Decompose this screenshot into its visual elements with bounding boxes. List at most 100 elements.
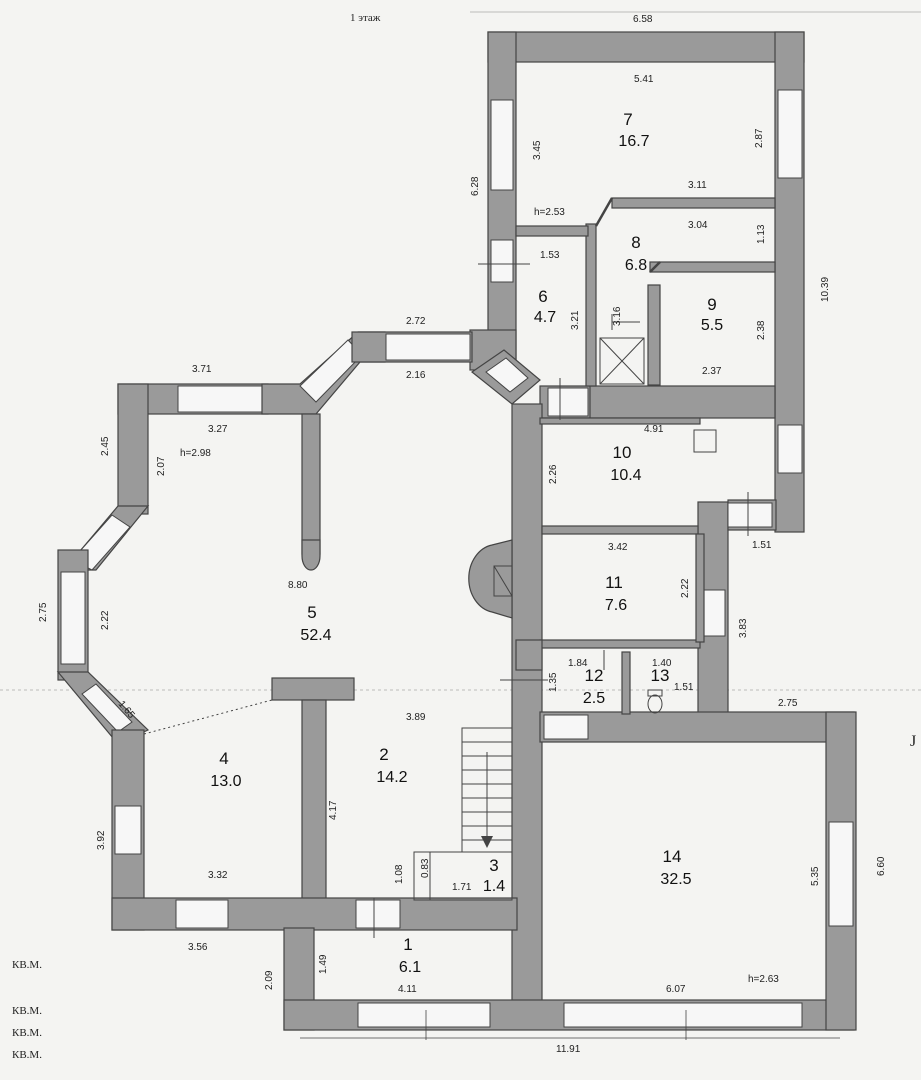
svg-text:КВ.М.: КВ.М. bbox=[12, 1049, 42, 1061]
svg-text:4.17: 4.17 bbox=[328, 800, 339, 820]
room-number: 12 bbox=[585, 666, 604, 685]
svg-text:10.39: 10.39 bbox=[820, 277, 831, 302]
svg-text:3.32: 3.32 bbox=[208, 870, 228, 881]
svg-text:3.04: 3.04 bbox=[688, 220, 708, 231]
room-number: 14 bbox=[663, 847, 682, 866]
toilet-icon bbox=[647, 694, 663, 714]
svg-text:КВ.М.: КВ.М. bbox=[12, 959, 42, 971]
svg-text:1.49: 1.49 bbox=[318, 954, 329, 974]
svg-text:2.37: 2.37 bbox=[702, 366, 722, 377]
svg-text:2.45: 2.45 bbox=[100, 436, 111, 456]
height-label: h=2.98 bbox=[180, 448, 211, 459]
svg-text:2.75: 2.75 bbox=[38, 602, 49, 622]
room-number: 5 bbox=[307, 603, 316, 622]
area-legend: КВ.М. КВ.М. КВ.М. КВ.М. bbox=[12, 959, 42, 1061]
room-area: 6.8 bbox=[625, 257, 647, 274]
svg-text:2.72: 2.72 bbox=[406, 316, 426, 327]
room-area: 5.5 bbox=[701, 317, 723, 334]
room-number: 4 bbox=[219, 749, 228, 768]
svg-text:2.26: 2.26 bbox=[548, 464, 559, 484]
room-area: 4.7 bbox=[534, 309, 556, 326]
svg-text:3.71: 3.71 bbox=[192, 364, 212, 375]
room-area: 6.1 bbox=[399, 959, 421, 976]
room-number: 6 bbox=[538, 287, 547, 306]
appliance-icon bbox=[693, 429, 717, 453]
svg-text:3.56: 3.56 bbox=[188, 942, 208, 953]
room-area: 32.5 bbox=[660, 871, 691, 888]
room-area: 16.7 bbox=[618, 133, 649, 150]
svg-text:4.11: 4.11 bbox=[398, 984, 417, 995]
svg-text:6.07: 6.07 bbox=[666, 984, 686, 995]
svg-text:6.58: 6.58 bbox=[633, 14, 653, 25]
room-number: 8 bbox=[631, 233, 640, 252]
room-area: 2.5 bbox=[583, 690, 605, 707]
svg-text:5.35: 5.35 bbox=[810, 866, 821, 886]
svg-text:2.87: 2.87 bbox=[754, 128, 765, 148]
svg-text:6.60: 6.60 bbox=[876, 856, 887, 876]
svg-text:1.40: 1.40 bbox=[652, 658, 672, 669]
svg-text:2.38: 2.38 bbox=[756, 320, 767, 340]
svg-text:8.80: 8.80 bbox=[288, 580, 308, 591]
room-number: 7 bbox=[623, 110, 632, 129]
room-number: 13 bbox=[651, 666, 670, 685]
svg-text:3.89: 3.89 bbox=[406, 712, 426, 723]
north-wing-walls bbox=[469, 31, 805, 533]
room4-walls bbox=[111, 699, 518, 931]
svg-text:1.71: 1.71 bbox=[452, 882, 472, 893]
svg-text:2.09: 2.09 bbox=[264, 970, 275, 990]
room-number: 9 bbox=[707, 295, 716, 314]
svg-text:5.41: 5.41 bbox=[634, 74, 654, 85]
room-number: 2 bbox=[379, 745, 388, 764]
svg-text:1.35: 1.35 bbox=[548, 672, 559, 692]
svg-text:3.27: 3.27 bbox=[208, 424, 228, 435]
svg-text:КВ.М.: КВ.М. bbox=[12, 1005, 42, 1017]
svg-text:2.07: 2.07 bbox=[156, 456, 167, 476]
room1-walls bbox=[283, 927, 855, 1031]
svg-text:3.42: 3.42 bbox=[608, 542, 628, 553]
room-area: 1.4 bbox=[483, 878, 505, 895]
svg-text:2.75: 2.75 bbox=[778, 698, 798, 709]
dimension-labels: 6.58 5.41 3.45 2.87 6.28 3.11 3.04 1.13 … bbox=[38, 14, 887, 1055]
svg-text:3.83: 3.83 bbox=[738, 618, 749, 638]
room-area: 7.6 bbox=[605, 597, 627, 614]
room-number: 11 bbox=[605, 573, 623, 592]
staircase bbox=[413, 727, 513, 901]
svg-text:3.21: 3.21 bbox=[570, 310, 581, 330]
svg-text:2.22: 2.22 bbox=[100, 610, 111, 630]
edge-mark: J bbox=[910, 733, 916, 750]
svg-text:2.22: 2.22 bbox=[680, 578, 691, 598]
svg-text:1.13: 1.13 bbox=[756, 224, 767, 244]
ventilation-shaft bbox=[599, 337, 645, 385]
partitions bbox=[373, 197, 749, 938]
svg-text:6.28: 6.28 bbox=[470, 176, 481, 196]
svg-text:11.91: 11.91 bbox=[556, 1044, 581, 1055]
svg-text:3.45: 3.45 bbox=[532, 140, 543, 160]
svg-text:3.11: 3.11 bbox=[688, 180, 707, 191]
room-number: 10 bbox=[613, 443, 632, 462]
room-area: 52.4 bbox=[300, 627, 331, 644]
room-area: 14.2 bbox=[376, 769, 407, 786]
room-dimension: 1.51 bbox=[674, 682, 694, 693]
svg-text:0.83: 0.83 bbox=[420, 858, 431, 878]
svg-text:3.92: 3.92 bbox=[96, 830, 107, 850]
svg-text:1.08: 1.08 bbox=[394, 864, 405, 884]
height-label: h=2.53 bbox=[534, 207, 565, 218]
svg-text:1.84: 1.84 bbox=[568, 658, 588, 669]
svg-text:КВ.М.: КВ.М. bbox=[12, 1027, 42, 1039]
room-labels: 7 16.7 8 6.8 9 5.5 6 4.7 10 10.4 5 52.4 … bbox=[210, 110, 723, 976]
room-number: 3 bbox=[489, 856, 498, 875]
svg-text:2.16: 2.16 bbox=[406, 370, 426, 381]
height-label: h=2.63 bbox=[748, 974, 779, 985]
room-area: 13.0 bbox=[210, 773, 241, 790]
room-area: 10.4 bbox=[610, 467, 641, 484]
corner-window bbox=[485, 357, 529, 393]
svg-text:1.51: 1.51 bbox=[752, 540, 772, 551]
room-number: 1 bbox=[403, 935, 412, 954]
svg-text:4.91: 4.91 bbox=[644, 424, 664, 435]
fireplace-icon bbox=[493, 565, 513, 597]
plan-title: 1 этаж bbox=[350, 12, 381, 24]
svg-text:1.53: 1.53 bbox=[540, 250, 560, 261]
svg-text:3.16: 3.16 bbox=[612, 306, 623, 326]
east-rooms-walls bbox=[515, 417, 857, 1031]
